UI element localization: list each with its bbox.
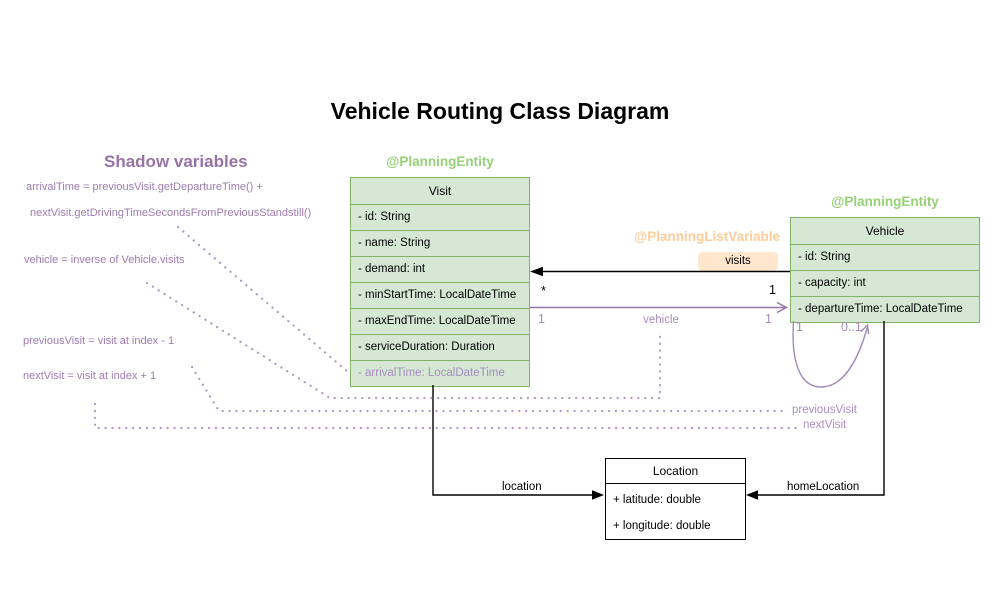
location-attribute-row: + latitude: double [613, 494, 701, 506]
vehicle-attribute-row: - id: String [791, 244, 979, 270]
visit-class-name: Visit [428, 184, 452, 198]
location-association-arrowhead [592, 490, 604, 500]
visit-chain-right-multiplicity: 0..1 [841, 320, 862, 334]
vehicle-attribute-row: - departureTime: LocalDateTime [791, 296, 979, 322]
previousvisit-label: previousVisit [792, 404, 857, 416]
visit-attribute-row: - name: String [351, 230, 529, 256]
visit-attribute-row: - serviceDuration: Duration [351, 334, 529, 360]
visits-target-multiplicity: * [541, 283, 547, 298]
homelocation-association-arrowhead [746, 490, 758, 500]
visits-association-badge: visits [698, 252, 778, 271]
vehicle-stereotype-planning-entity: @PlanningEntity [831, 194, 939, 209]
homelocation-assoc-label: homeLocation [787, 481, 860, 493]
vehicle-class-name: Vehicle [865, 224, 905, 238]
visit-shadow-attribute-row: - arrivalTime: LocalDateTime [351, 360, 529, 386]
shadow-note-arrivaltime-line2: nextVisit.getDrivingTimeSecondsFromPrevi… [30, 207, 312, 219]
location-class-box: Location + latitude: double + longitude:… [605, 458, 746, 540]
location-attribute-row: + longitude: double [613, 520, 711, 532]
nextvisit-label: nextVisit [803, 419, 847, 431]
visit-class-box: Visit - id: String - name: String - dema… [350, 177, 530, 387]
visit-attribute-row: - id: String [351, 204, 529, 230]
visits-association-arrowhead [530, 266, 543, 277]
shadow-variables-heading: Shadow variables [104, 152, 248, 171]
vehicle-attribute-row: - capacity: int [791, 270, 979, 296]
visit-attribute-row: - demand: int [351, 256, 529, 282]
vehicle-class-box: Vehicle - id: String - capacity: int - d… [790, 217, 980, 323]
location-association-line [432, 385, 595, 496]
visit-chain-left-multiplicity: 1 [796, 320, 803, 334]
visit-attribute-row: - maxEndTime: LocalDateTime [351, 308, 529, 334]
visit-attribute-row: - minStartTime: LocalDateTime [351, 282, 529, 308]
shadow-note-previousvisit: previousVisit = visit at index - 1 [23, 335, 175, 347]
visit-stereotype-planning-entity: @PlanningEntity [386, 154, 494, 169]
vehicle-assoc-right-multiplicity: 1 [765, 312, 772, 326]
location-assoc-label: location [502, 481, 542, 493]
shadow-note-vehicle: vehicle = inverse of Vehicle.visits [24, 254, 185, 266]
location-class-name: Location [606, 459, 745, 484]
shadow-note-arrivaltime-line1: arrivalTime = previousVisit.getDeparture… [26, 181, 263, 193]
vehicle-assoc-label: vehicle [643, 314, 679, 326]
visit-chain-loop-arrowhead [860, 323, 870, 335]
shadow-note-nextvisit: nextVisit = visit at index + 1 [23, 370, 157, 382]
dotted-pointer-nextvisit [93, 402, 801, 430]
vehicle-association-arrowhead [776, 301, 789, 314]
visits-source-multiplicity: 1 [769, 283, 776, 297]
vehicle-stereotype-planning-list-variable: @PlanningListVariable [634, 229, 780, 244]
diagram-title: Vehicle Routing Class Diagram [330, 98, 670, 124]
dotted-pointer-arrivaltime [176, 225, 350, 374]
vehicle-assoc-left-multiplicity: 1 [538, 312, 545, 326]
